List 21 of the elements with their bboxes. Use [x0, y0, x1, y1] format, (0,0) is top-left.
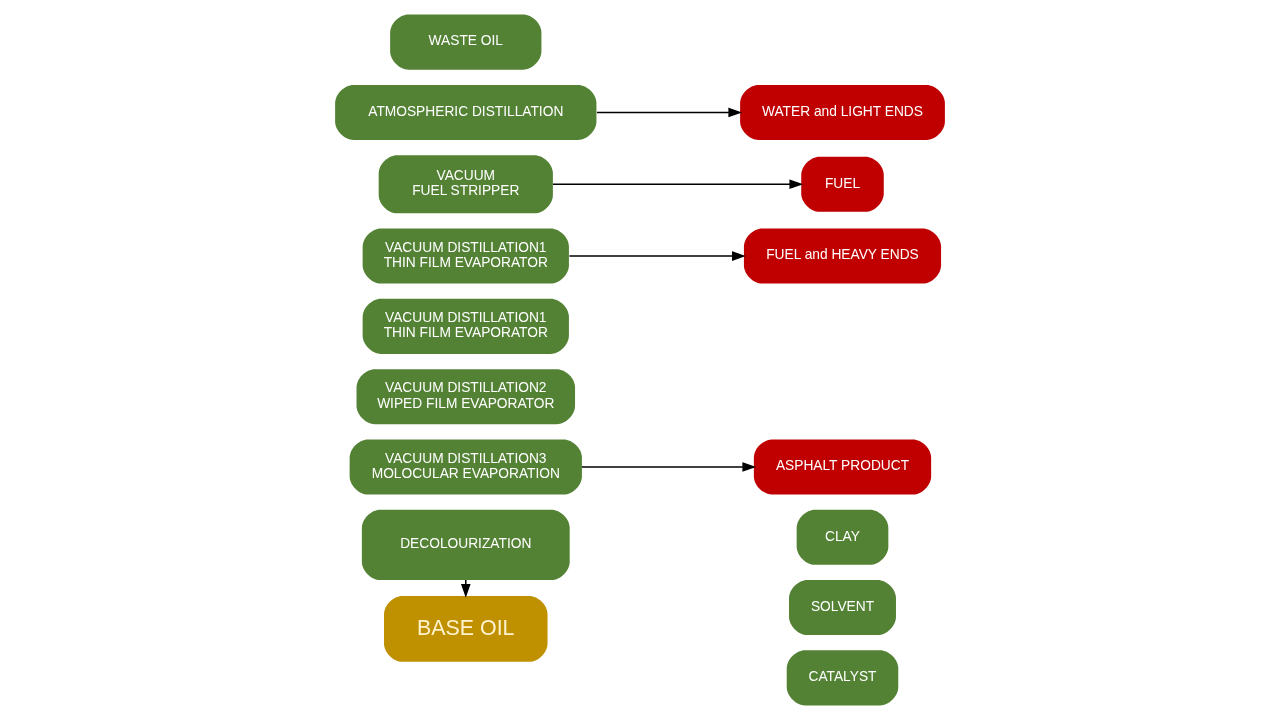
node-box: CATALYST — [786, 650, 899, 706]
node-box: SOLVENT — [789, 580, 896, 636]
arrow — [460, 579, 471, 598]
node-box: VACUUM FUEL STRIPPER — [378, 155, 553, 214]
arrow — [596, 107, 743, 118]
node-box: VACUUM DISTILLATION1 THIN FILM EVAPORATOR — [362, 228, 569, 284]
node-box: WASTE OIL — [390, 14, 542, 70]
arrow — [581, 462, 757, 472]
node-box: WATER and LIGHT ENDS — [740, 84, 945, 140]
node-box: BASE OIL — [384, 596, 548, 662]
node-box: VACUUM DISTILLATION3 MOLOCULAR EVAPORATION — [349, 439, 582, 495]
node-box: ATMOSPHERIC DISTILLATION — [335, 84, 597, 140]
node-box: VACUUM DISTILLATION2 WIPED FILM EVAPORATOR — [356, 369, 576, 425]
node-box: ASPHALT PRODUCT — [753, 439, 932, 495]
node-box: CLAY — [796, 509, 889, 565]
node-box: FUEL — [801, 156, 884, 212]
node-box: VACUUM DISTILLATION1 THIN FILM EVAPORATOR — [362, 298, 569, 354]
arrow — [552, 179, 804, 190]
node-box: FUEL and HEAVY ENDS — [743, 228, 942, 284]
node-box: DECOLOURIZATION — [361, 509, 570, 581]
arrow — [568, 251, 746, 261]
